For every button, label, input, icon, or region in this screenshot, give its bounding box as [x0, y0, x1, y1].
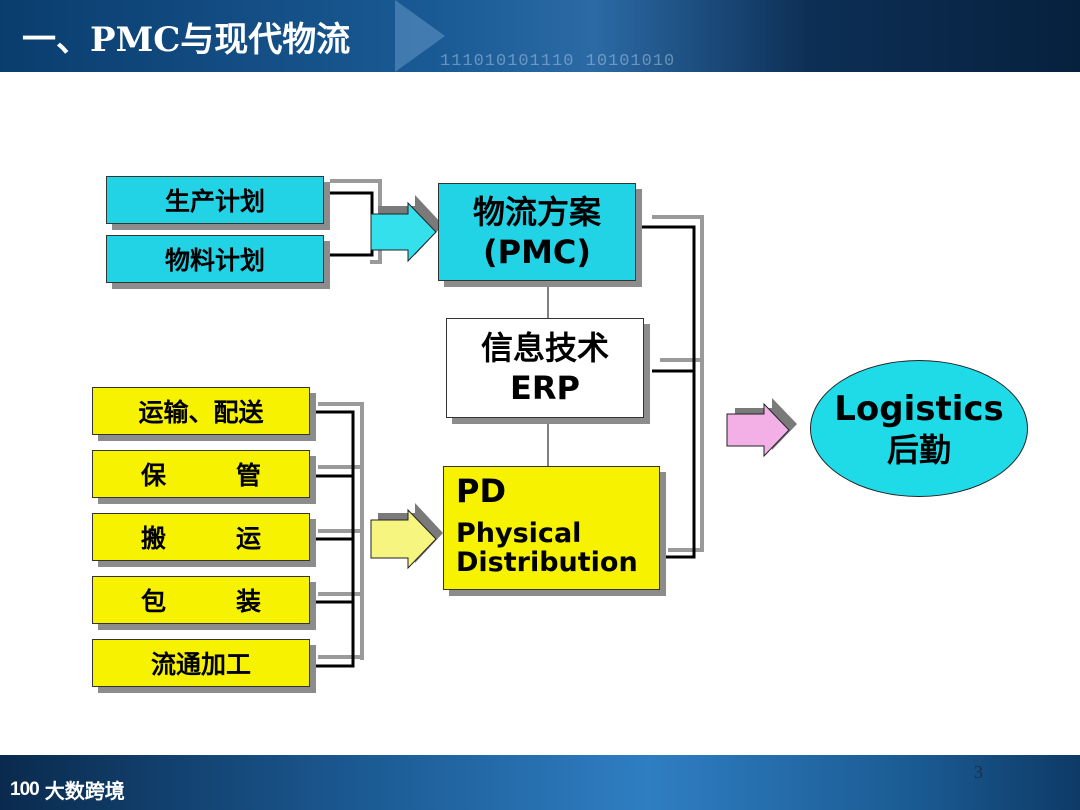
- packaging-label-left: 包: [141, 587, 167, 616]
- pmc-line2: (PMC): [482, 233, 592, 271]
- header-binary-decoration: 111010101110 10101010: [440, 52, 676, 71]
- pd-title: PD: [456, 472, 507, 510]
- transport-delivery-label: 运输、配送: [138, 398, 264, 427]
- handling-box: 搬 运: [92, 513, 310, 561]
- packaging-label: 包 装: [141, 582, 261, 618]
- transport-delivery-box: 运输、配送: [92, 387, 310, 435]
- processing-box: 流通加工: [92, 639, 310, 687]
- header-decoration-arrow: [395, 0, 445, 72]
- material-plan-box: 物料计划: [106, 235, 324, 283]
- page-number: 3: [974, 762, 983, 782]
- arrow-cyan: [370, 195, 443, 263]
- packaging-label-right: 装: [235, 587, 261, 616]
- output-bracket: [642, 215, 704, 559]
- footer-bar: [0, 755, 1080, 810]
- packaging-box: 包 装: [92, 576, 310, 624]
- pmc-line1: 物流方案: [472, 193, 601, 231]
- erp-box: 信息技术 ERP: [446, 318, 644, 418]
- storage-label-left: 保: [141, 461, 167, 490]
- material-plan-label: 物料计划: [164, 246, 265, 275]
- erp-line1: 信息技术: [480, 329, 609, 367]
- production-plan-label: 生产计划: [164, 187, 265, 216]
- pd-line1: Physical: [456, 518, 582, 549]
- handling-label-right: 运: [235, 524, 261, 553]
- processing-label: 流通加工: [150, 650, 251, 679]
- arrow-pink: [726, 398, 797, 458]
- logistics-cn-label: 后勤: [886, 430, 951, 469]
- arrow-yellow: [370, 503, 443, 570]
- storage-box: 保 管: [92, 450, 310, 498]
- pd-subtitle: Physical Distribution: [456, 519, 638, 577]
- brand-mark-icon: 100: [10, 778, 40, 800]
- storage-label-right: 管: [235, 461, 261, 490]
- storage-label: 保 管: [141, 456, 261, 492]
- production-plan-box: 生产计划: [106, 176, 324, 224]
- pd-line2: Distribution: [456, 547, 638, 578]
- physical-distribution-box: PD Physical Distribution: [443, 466, 660, 590]
- pmc-box: 物流方案 (PMC): [438, 183, 636, 281]
- brand-logo: 100 大数跨境: [10, 775, 125, 804]
- erp-line2: ERP: [510, 369, 580, 407]
- title-bar: 111010101110 10101010 一、PMC与现代物流: [0, 0, 1080, 72]
- handling-label: 搬 运: [141, 519, 261, 555]
- logistics-ellipse: Logistics 后勤: [810, 360, 1028, 497]
- distribution-bracket: [309, 402, 364, 668]
- brand-name: 大数跨境: [44, 779, 125, 803]
- handling-label-left: 搬: [141, 524, 167, 553]
- slide-title: 一、PMC与现代物流: [22, 20, 351, 60]
- logistics-en-label: Logistics: [834, 388, 1004, 429]
